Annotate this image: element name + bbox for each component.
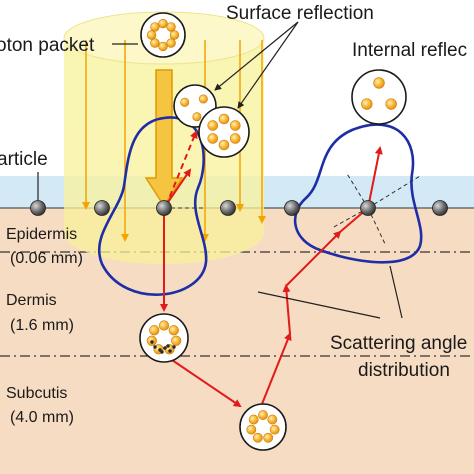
- particle-label: article: [0, 149, 48, 170]
- photon: [171, 335, 182, 346]
- photon-paths: [160, 130, 383, 408]
- path-segment: [261, 332, 292, 405]
- incident-direction-arrow: [144, 69, 184, 208]
- path-segment: [367, 146, 383, 209]
- photon-packet-subcutis: [239, 403, 287, 451]
- particle: [432, 200, 448, 216]
- particle: [156, 200, 172, 216]
- absorbed-marker: [172, 345, 176, 349]
- path-segment: [165, 130, 198, 207]
- dermis-thickness: (1.6 mm): [10, 317, 74, 334]
- photon: [207, 120, 219, 131]
- absorbed-marker: [160, 350, 164, 354]
- epidermis-thickness: (0.06 mm): [10, 250, 83, 267]
- photon: [385, 98, 397, 110]
- photon: [158, 18, 168, 29]
- path-segment: [285, 230, 342, 287]
- photon: [258, 410, 268, 420]
- photon: [166, 38, 176, 48]
- photon: [166, 22, 176, 32]
- photon-packet-internal-reflection: [351, 69, 407, 125]
- dermis-label: Dermis: [6, 292, 57, 309]
- absorbed-marker: [168, 349, 172, 353]
- photon: [218, 113, 230, 125]
- absorbed-marker: [166, 344, 170, 348]
- particle: [220, 200, 236, 216]
- subcutis-thickness: (4.0 mm): [10, 409, 74, 426]
- photon: [373, 77, 385, 89]
- particle: [30, 200, 46, 216]
- scattering-distribution-right: [293, 123, 423, 264]
- particle: [94, 200, 110, 216]
- internal-reflection-label: Internal reflec: [352, 40, 467, 61]
- photon: [267, 414, 278, 425]
- photon: [168, 325, 179, 336]
- photon: [150, 22, 160, 32]
- photon: [146, 30, 157, 40]
- distribution-label: distribution: [358, 360, 450, 381]
- photon: [180, 97, 190, 107]
- particles: [30, 200, 448, 216]
- photon-packet-dermis: [139, 313, 189, 363]
- photon: [361, 98, 373, 110]
- particle: [360, 200, 376, 216]
- photon: [248, 414, 259, 425]
- photon: [150, 38, 160, 48]
- path-segment: [282, 284, 291, 335]
- scattering-angle-label: Scattering angle: [330, 333, 467, 354]
- photon: [246, 424, 257, 435]
- photon: [158, 41, 168, 52]
- surface-reflection-label: Surface reflection: [226, 3, 374, 24]
- particle: [284, 200, 300, 216]
- photon: [192, 112, 202, 122]
- path-segment: [171, 359, 242, 408]
- photon: [229, 120, 241, 131]
- photon: [229, 133, 241, 144]
- epidermis-label: Epidermis: [6, 226, 77, 243]
- photon: [252, 432, 263, 443]
- photon: [218, 139, 230, 151]
- photon-packet-surface-reflection-2: [198, 106, 250, 158]
- photon: [263, 432, 274, 443]
- leader-lines: [37, 21, 403, 319]
- photon: [149, 325, 160, 336]
- absorbed-marker: [150, 340, 154, 344]
- subcutis-label: Subcutis: [6, 385, 67, 402]
- photon: [207, 133, 219, 144]
- scattering-distribution-left: [97, 116, 208, 296]
- absorbed-marker: [153, 345, 157, 349]
- photon: [269, 424, 280, 435]
- absorbed-marker: [163, 346, 167, 350]
- photon: [158, 320, 170, 331]
- photon: [198, 94, 208, 104]
- photon: [169, 30, 180, 40]
- photon-packet-incident: [140, 12, 186, 58]
- photon-packets: [139, 12, 407, 451]
- photon-packet-label: oton packet: [0, 35, 95, 56]
